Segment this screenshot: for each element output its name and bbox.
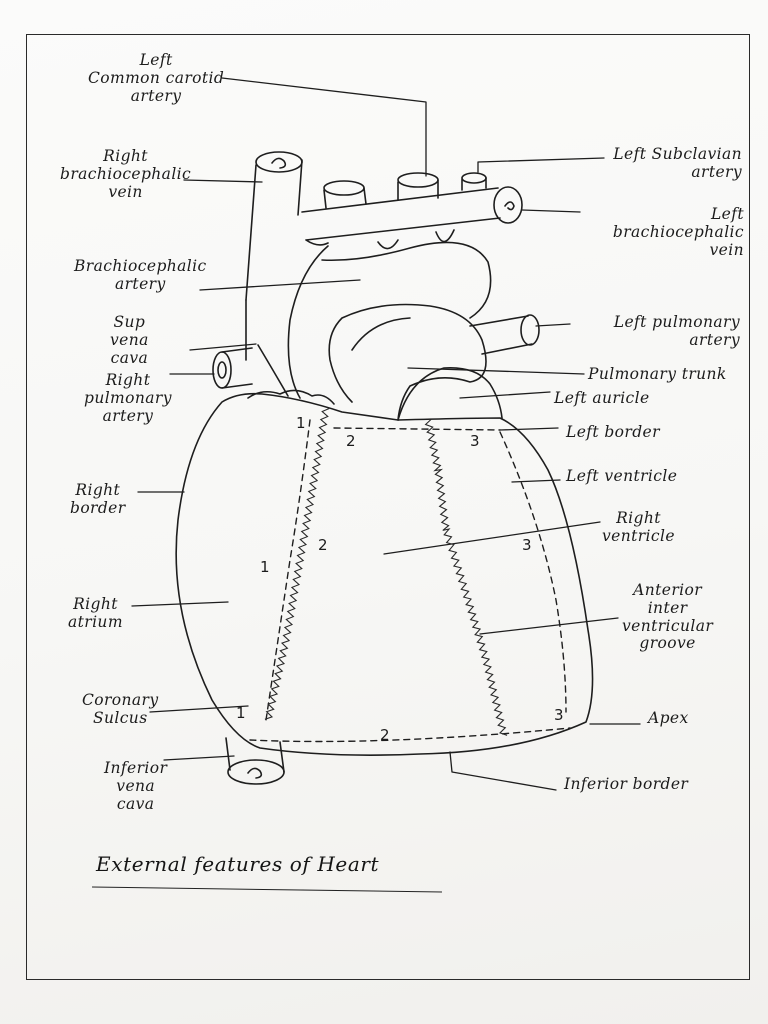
- ivc-opening-swirl: [247, 767, 263, 779]
- pulmonary-trunk-outline: [328, 303, 487, 421]
- diagram-title: External features of Heart: [96, 852, 380, 876]
- heart-body-outline: [175, 392, 594, 756]
- leader-left-border: [499, 427, 559, 431]
- surface-number: 1: [236, 704, 246, 722]
- label-coronary-sulcus: Coronary Sulcus: [82, 691, 159, 727]
- label-right-pulmonary-artery: Right pulmonary artery: [84, 371, 172, 425]
- label-right-atrium: Right atrium: [68, 595, 123, 631]
- label-right-brachiocephalic-vein: Right brachiocephalic vein: [60, 147, 192, 201]
- leader-inferior-border: [449, 751, 557, 791]
- dashed-right-margin: [265, 419, 311, 721]
- right-pulmonary-artery-end: [212, 351, 232, 389]
- label-inferior-border: Inferior border: [564, 775, 689, 793]
- label-inferior-vena-cava: Inferior vena cava: [104, 759, 168, 813]
- left-common-carotid-stub: [397, 172, 439, 188]
- dashed-inferior-border: [249, 727, 571, 743]
- right-pulmonary-artery-lumen: [217, 361, 227, 379]
- leader-lines: [131, 77, 641, 791]
- surface-number: 3: [522, 536, 532, 554]
- brachiocephalic-trunk-sides: [323, 187, 367, 209]
- dashed-left-margin: [499, 431, 567, 713]
- svc-opening-swirl: [271, 157, 287, 169]
- label-left-subclavian: Left Subclavian artery: [613, 145, 742, 181]
- right-pulmonary-artery: [221, 347, 253, 389]
- label-left-ventricle: Left ventricle: [566, 467, 678, 485]
- inferior-vena-cava: [225, 737, 285, 773]
- right-atrium-top: [247, 389, 335, 405]
- surface-number: 3: [554, 706, 564, 724]
- dashed-upper-border: [333, 427, 501, 431]
- surface-number: 3: [470, 432, 480, 450]
- leader-left-pulmonary-artery: [535, 323, 571, 327]
- surface-number: 2: [346, 432, 356, 450]
- leader-anterior-iv-groove: [479, 617, 619, 635]
- surface-number: 1: [260, 558, 270, 576]
- ascending-aorta: [287, 241, 492, 399]
- surface-number: 2: [380, 726, 390, 744]
- left-brachiocephalic-vein-end: [493, 186, 523, 224]
- label-sup-vena-cava: Sup vena cava: [110, 313, 149, 367]
- leader-pulmonary-trunk: [407, 367, 585, 375]
- label-apex: Apex: [648, 709, 689, 727]
- leader-coronary-sulcus: [149, 705, 249, 713]
- label-anterior-iv-groove: Anterior inter ventricular groove: [622, 581, 714, 653]
- surface-number: 2: [318, 536, 328, 554]
- left-auricle-outline: [397, 367, 503, 421]
- brachiocephalic-trunk-stub: [323, 180, 365, 196]
- leader-left-common-carotid: [221, 77, 427, 177]
- label-left-common-carotid: Left Common carotid artery: [88, 51, 225, 105]
- leader-left-ventricle: [511, 479, 561, 483]
- left-subclavian-sides: [461, 177, 487, 191]
- label-right-ventricle: Right ventricle: [602, 509, 675, 545]
- leader-right-brachiocephalic-vein: [183, 179, 263, 183]
- label-brachiocephalic-artery: Brachiocephalic artery: [74, 257, 207, 293]
- left-common-carotid-sides: [397, 179, 439, 201]
- label-left-brachiocephalic-vein: Left brachiocephalic vein: [612, 205, 744, 259]
- leader-left-brachiocephalic-vein: [521, 209, 581, 213]
- label-right-border: Right border: [70, 481, 126, 517]
- arch-teeth: [377, 229, 455, 250]
- pulmonary-trunk-inner: [351, 317, 411, 351]
- leader-sup-vena-cava: [189, 343, 257, 351]
- leader-brachiocephalic-artery: [199, 279, 361, 291]
- left-pulmonary-artery: [469, 315, 533, 355]
- surface-number: 1: [296, 414, 306, 432]
- leader-right-ventricle: [383, 521, 601, 555]
- page-border: [26, 34, 750, 980]
- svc-lower-segment: [245, 299, 289, 397]
- label-left-auricle: Left auricle: [554, 389, 650, 407]
- inferior-vena-cava-opening: [227, 759, 285, 785]
- left-brachiocephalic-vein-swirl: [504, 201, 515, 211]
- label-pulmonary-trunk: Pulmonary trunk: [588, 365, 727, 383]
- leader-left-auricle: [459, 391, 551, 399]
- anterior-interventricular-groove: [424, 418, 508, 736]
- leader-right-atrium: [131, 601, 229, 607]
- label-left-border: Left border: [566, 423, 660, 441]
- aortic-arch: [301, 187, 501, 246]
- coronary-sulcus-groove: [264, 407, 330, 720]
- left-subclavian-stub: [461, 172, 487, 184]
- left-pulmonary-artery-end: [520, 314, 540, 346]
- leader-left-subclavian: [477, 157, 605, 173]
- leader-inferior-vena-cava: [163, 755, 235, 761]
- right-brachiocephalic-vein-opening: [255, 151, 303, 173]
- superior-vena-cava-outline: [245, 159, 303, 301]
- label-left-pulmonary-artery: Left pulmonary artery: [613, 313, 740, 349]
